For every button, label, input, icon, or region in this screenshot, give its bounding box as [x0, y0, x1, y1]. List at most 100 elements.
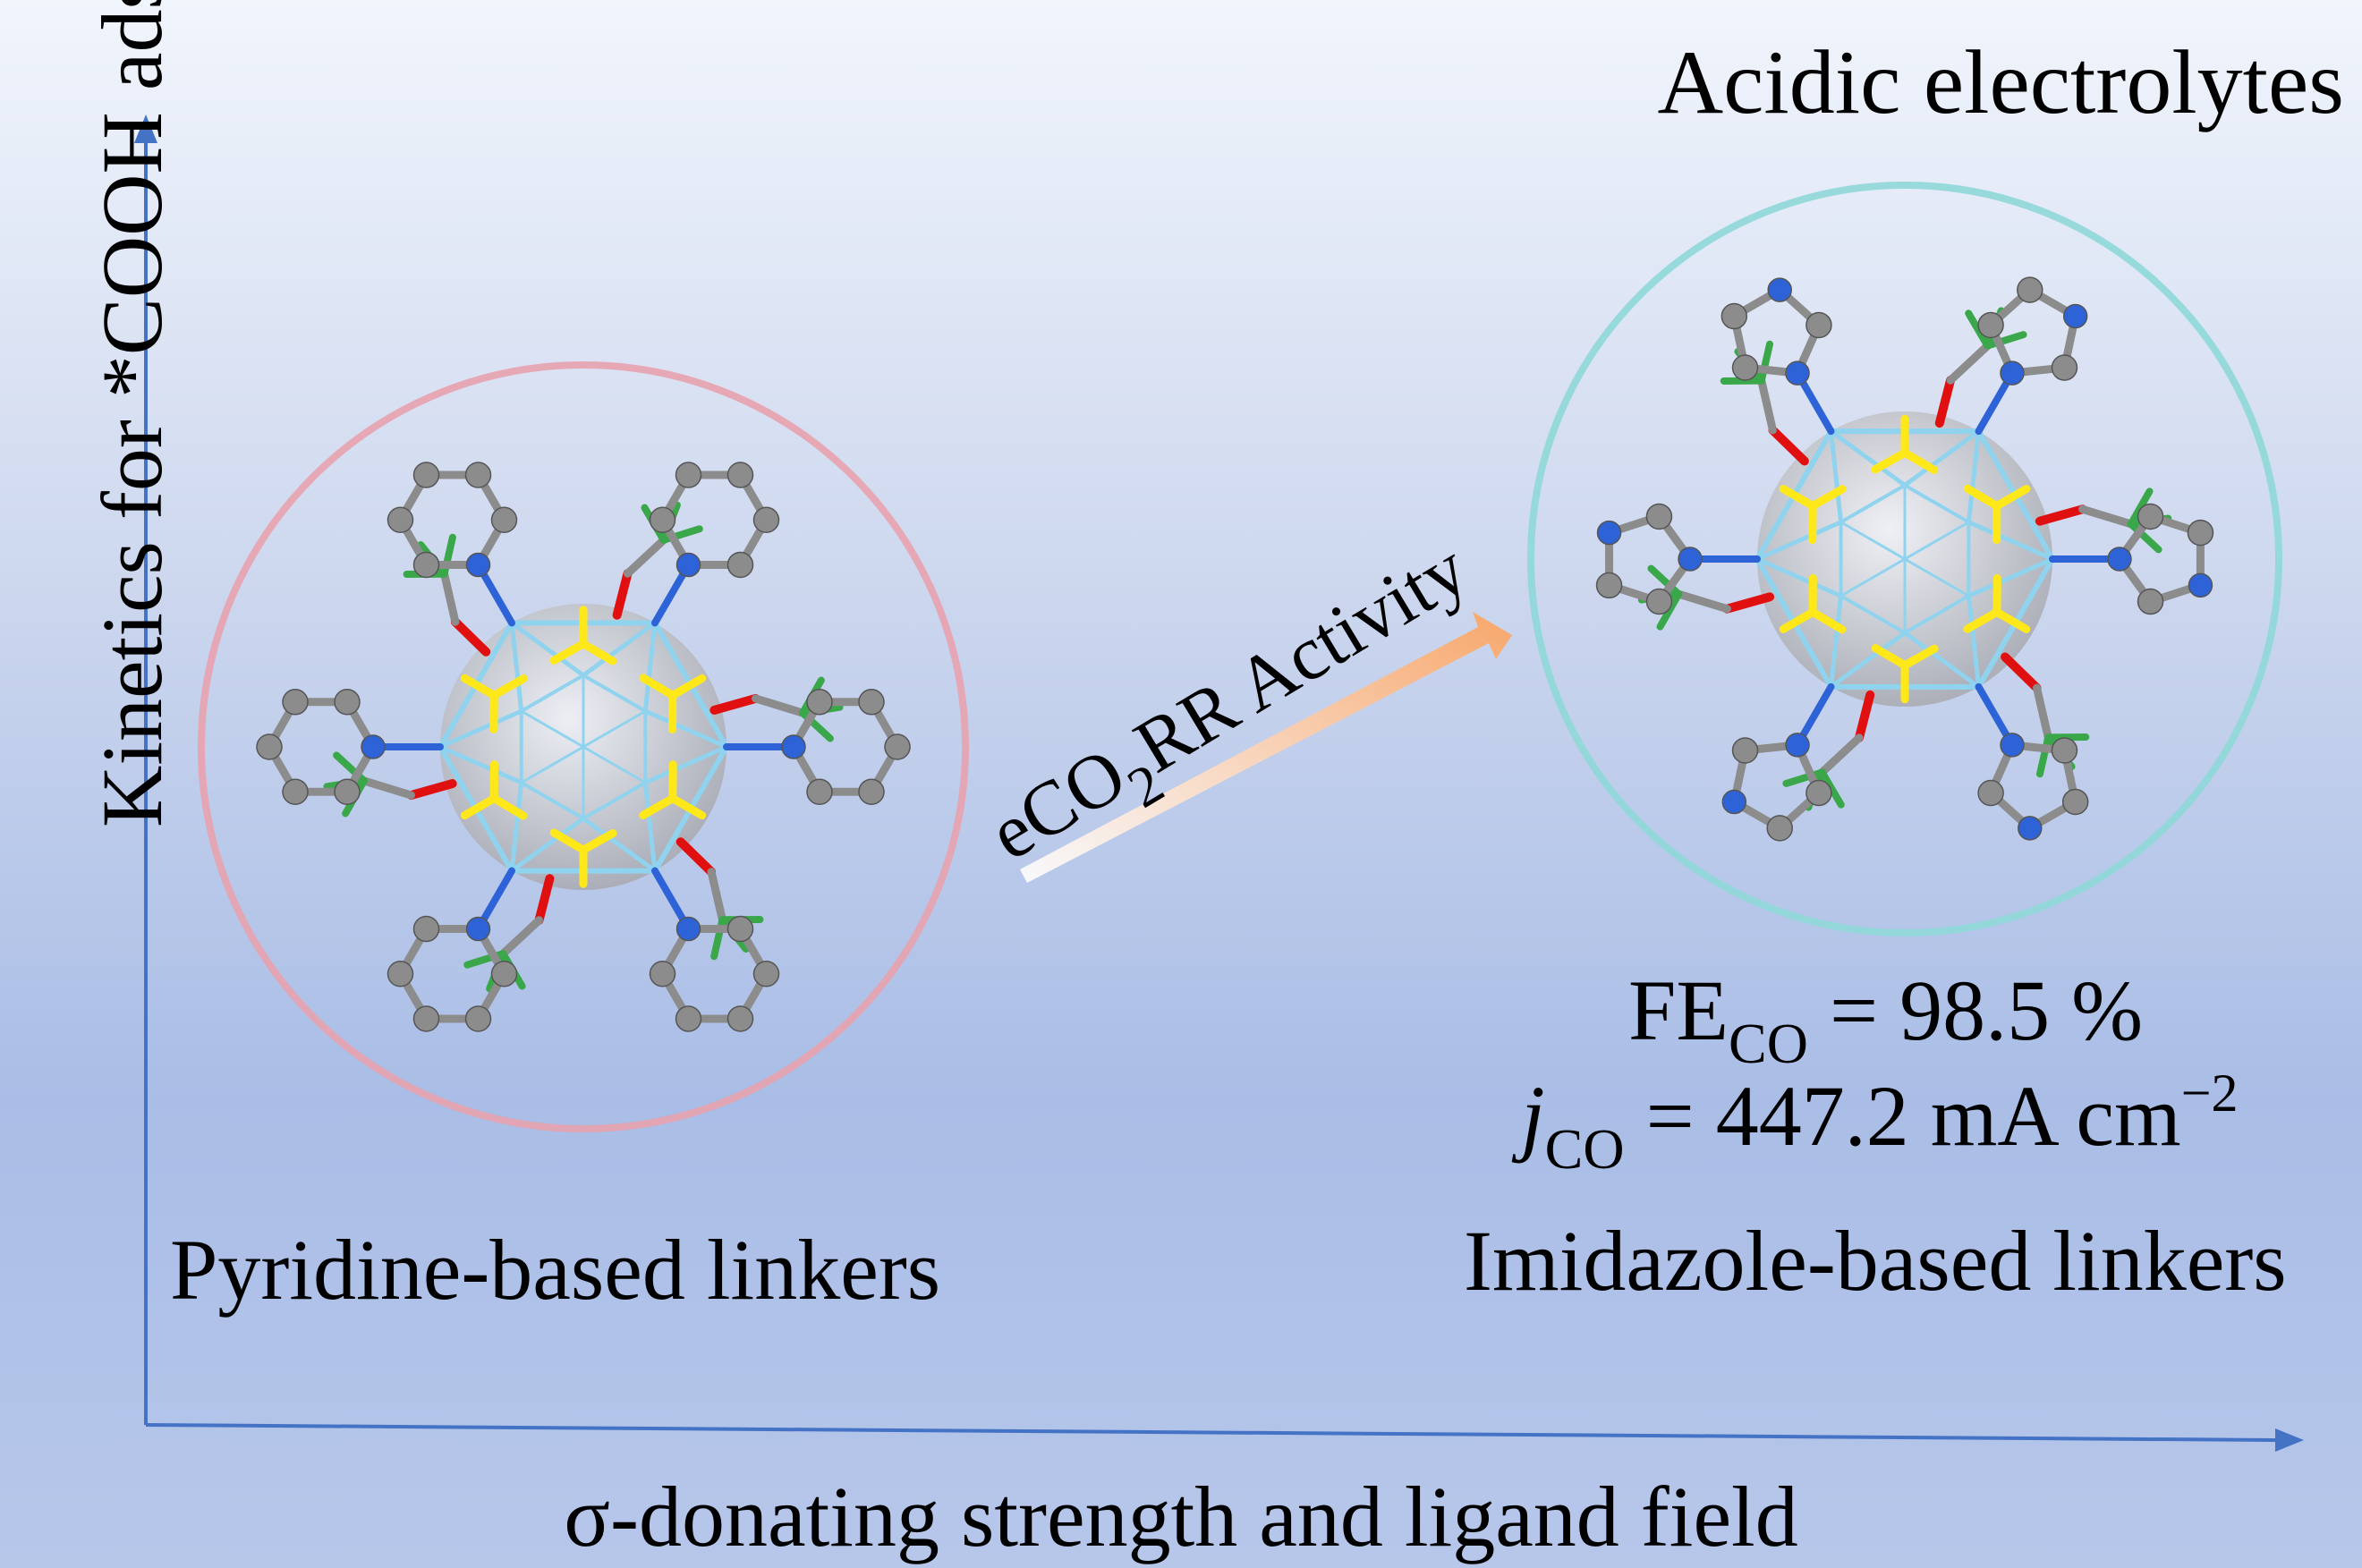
- carbon-atom: [387, 960, 414, 987]
- metal-bond: [1966, 556, 2055, 598]
- metal-bond: [438, 708, 524, 750]
- carbon-atom: [649, 960, 676, 987]
- carbon-atom: [387, 506, 414, 534]
- sulfur-bond: [1992, 607, 2031, 633]
- sulfur-bond: [549, 640, 588, 665]
- carbon-atom: [1595, 572, 1623, 599]
- carbon-atom: [1766, 815, 1793, 842]
- j-superscript: −2: [2180, 1064, 2239, 1123]
- carbon-bond: [2033, 683, 2052, 742]
- metal-bond: [1903, 557, 1970, 598]
- sulfur-bond: [579, 640, 617, 665]
- carbon-bond: [1946, 342, 1992, 385]
- carbon-bond: [360, 776, 415, 800]
- fe-symbol: FE: [1628, 962, 1729, 1058]
- y-axis: [134, 114, 157, 1425]
- nitrogen-atom: [1785, 360, 1810, 386]
- nitrogen-atom: [2062, 303, 2088, 329]
- sulfur-bond: [639, 674, 677, 699]
- carbon-atom: [412, 462, 440, 488]
- metal-bond: [1966, 428, 1981, 525]
- carbon-atom: [1721, 302, 1748, 330]
- sulfur-bond: [460, 674, 498, 699]
- faradaic-efficiency: FECO = 98.5 %: [1628, 968, 2143, 1072]
- carbon-atom: [412, 1005, 440, 1032]
- sulfur-bond: [489, 794, 528, 820]
- metal-bond: [1903, 521, 1970, 561]
- carbon-atom: [2187, 519, 2214, 547]
- nitrogen-atom: [675, 552, 701, 578]
- metal-bond: [642, 708, 729, 750]
- metal-bond: [509, 620, 524, 714]
- metal-bond: [1829, 593, 1844, 690]
- carbon-atom: [464, 1005, 492, 1032]
- carbon-bond: [498, 916, 544, 958]
- sulfur-bond: [1900, 644, 1939, 670]
- oxygen-bond: [450, 617, 491, 657]
- carbon-atom: [675, 1005, 702, 1032]
- metal-bond: [1903, 594, 1971, 635]
- oxygen-bond: [1934, 376, 1956, 428]
- metal-bond: [520, 709, 585, 749]
- metal-bond: [1839, 557, 1907, 598]
- imidazole-linker-label: Imidazole-based linkers: [1464, 1213, 2287, 1309]
- sulfur-bond: [1992, 485, 2031, 511]
- carbon-bond: [1757, 377, 1777, 435]
- fluorine-bond: [1782, 768, 1826, 787]
- left-cluster-ring: [198, 361, 969, 1132]
- carbon-atom: [858, 778, 885, 805]
- j-symbol: j: [1521, 1068, 1545, 1164]
- sulfur-bond: [489, 674, 528, 699]
- carbon-atom: [806, 778, 833, 805]
- carbon-atom: [334, 689, 361, 716]
- carbon-bond: [623, 536, 668, 578]
- nitrogen-atom: [675, 916, 701, 942]
- oxygen-bond: [534, 874, 555, 925]
- nitrogen-atom: [465, 916, 491, 942]
- sulfur-bond: [1871, 644, 1909, 670]
- fe-value: = 98.5 %: [1807, 962, 2144, 1058]
- metal-bond: [1829, 428, 1844, 525]
- carbon-atom: [2137, 503, 2164, 530]
- oxygen-bond: [1854, 690, 1875, 742]
- y-axis-label: Kinetics for *COOH adsorption: [84, 0, 180, 827]
- metal-bond: [1839, 594, 1907, 635]
- carbon-bond: [707, 868, 726, 924]
- metal-bond: [1966, 520, 2055, 562]
- carbon-atom: [2051, 737, 2078, 764]
- metal-bond: [509, 780, 524, 874]
- carbon-atom: [282, 689, 309, 716]
- carbon-atom: [858, 689, 885, 716]
- fluorine-bond: [1965, 309, 1992, 350]
- metal-bond: [1755, 520, 1844, 562]
- metal-bond: [519, 674, 585, 713]
- sulfur-bond: [1963, 607, 2001, 633]
- metal-bond: [642, 780, 658, 874]
- carbon-atom: [256, 733, 283, 760]
- nitrogen-atom: [2018, 816, 2043, 841]
- sulfur-bond: [1963, 484, 2001, 511]
- oxygen-bond: [2001, 652, 2042, 693]
- carbon-atom: [464, 462, 492, 488]
- carbon-atom: [1731, 354, 1759, 381]
- carbon-atom: [1977, 779, 2004, 807]
- metal-bond: [642, 620, 658, 714]
- metal-bond: [1829, 428, 1907, 487]
- metal-bond: [1902, 631, 1981, 690]
- sulfur-bond: [639, 794, 677, 819]
- fluorine-bond: [2035, 733, 2052, 778]
- fe-subscript: CO: [1729, 1012, 1808, 1075]
- nitrogen-atom: [1785, 733, 1810, 758]
- fluorine-bond: [1757, 340, 1774, 385]
- carbon-atom: [675, 462, 702, 488]
- pyridine-cluster-molecule: [256, 462, 911, 1032]
- sulfur-bond: [1900, 448, 1939, 474]
- carbon-atom: [1805, 779, 1832, 807]
- carbon-atom: [282, 778, 309, 805]
- nitrogen-atom: [1721, 789, 1747, 815]
- page-title: Acidic electrolytes: [1657, 32, 2345, 133]
- carbon-atom: [2061, 788, 2089, 816]
- carbon-atom: [2017, 276, 2043, 303]
- nitrogen-atom: [465, 552, 491, 578]
